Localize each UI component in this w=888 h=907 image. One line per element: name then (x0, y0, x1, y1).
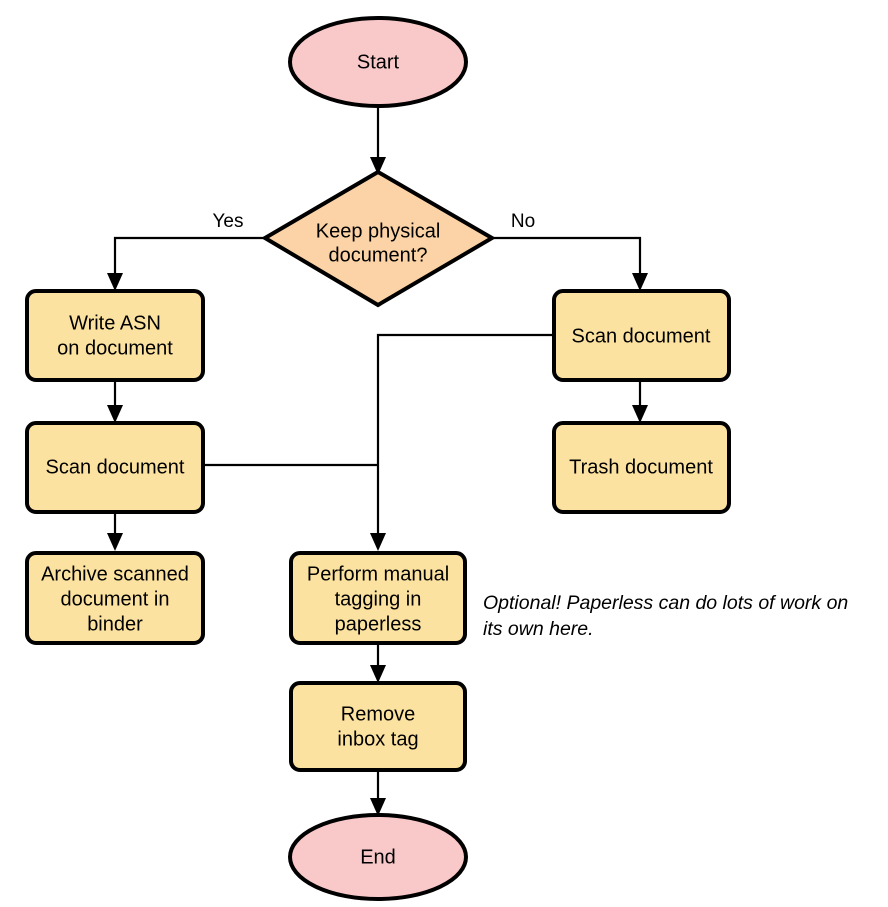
node-remove-inbox-tag[interactable]: Remove inbox tag (289, 681, 467, 772)
edge-label-yes: Yes (213, 211, 244, 232)
node-scan-document-left[interactable]: Scan document (25, 421, 205, 514)
arrowhead-icon (370, 798, 386, 816)
arrowhead-icon (370, 665, 386, 683)
trash-document-box-shape[interactable] (552, 421, 731, 514)
edge-remove-inbox-to-end (370, 770, 386, 816)
node-keep-physical-document-decision[interactable]: Keep physical document? (261, 169, 496, 308)
edge-scan-right-to-tagging (370, 333, 552, 551)
archive-box-shape[interactable] (25, 551, 205, 645)
node-archive-label-line1: Archive scanned (41, 563, 189, 585)
node-end-label: End (360, 846, 396, 868)
arrowhead-icon (370, 533, 386, 551)
note-optional-line2: its own here. (483, 618, 594, 640)
node-archive-scanned-document[interactable]: Archive scanned document in binder (25, 551, 205, 645)
write-asn-box-shape[interactable] (25, 289, 205, 382)
edge-label-no: No (511, 211, 535, 232)
edge-scan-left-to-archive (107, 512, 123, 551)
edge-write-asn-to-scan-left (107, 380, 123, 423)
node-scan-document-right[interactable]: Scan document (552, 289, 731, 382)
node-decision-label-line2: document? (329, 244, 428, 266)
node-write-asn-label-line2: on document (57, 337, 173, 359)
node-remove-inbox-label-line2: inbox tag (337, 728, 418, 750)
node-start[interactable]: Start (288, 16, 468, 108)
node-write-asn[interactable]: Write ASN on document (25, 289, 205, 382)
node-archive-label-line2: document in (61, 588, 170, 610)
edge-tagging-to-remove-inbox (370, 645, 386, 683)
node-start-label: Start (357, 51, 400, 73)
start-ellipse-shape[interactable] (288, 16, 468, 108)
node-write-asn-label-line1: Write ASN (69, 312, 161, 334)
edge-line (376, 333, 552, 541)
edge-line (492, 236, 642, 281)
scan-document-right-box-shape[interactable] (552, 289, 731, 382)
arrowhead-icon (632, 405, 648, 423)
edge-decision-no-to-scan-right (492, 236, 648, 291)
scan-document-left-box-shape[interactable] (25, 421, 205, 514)
arrowhead-icon (107, 273, 123, 291)
node-tagging-label-line1: Perform manual (307, 563, 449, 585)
node-trash-document-label: Trash document (569, 456, 713, 478)
node-tagging-label-line2: tagging in (335, 588, 422, 610)
tagging-box-shape[interactable] (289, 551, 467, 645)
arrowhead-icon (107, 405, 123, 423)
node-trash-document[interactable]: Trash document (552, 421, 731, 514)
edge-start-to-decision (370, 104, 386, 175)
node-scan-document-right-label: Scan document (572, 325, 711, 347)
end-ellipse-shape[interactable] (288, 813, 468, 901)
edge-line (113, 236, 265, 281)
note-optional-paperless: Optional! Paperless can do lots of work … (483, 592, 848, 640)
node-perform-manual-tagging[interactable]: Perform manual tagging in paperless (289, 551, 467, 645)
arrowhead-icon (370, 157, 386, 175)
node-tagging-label-line3: paperless (335, 613, 422, 635)
node-scan-document-left-label: Scan document (46, 456, 185, 478)
node-decision-label-line1: Keep physical (316, 220, 441, 242)
edge-scan-right-to-trash (632, 380, 648, 423)
decision-diamond-shape[interactable] (261, 169, 496, 308)
arrowhead-icon (107, 533, 123, 551)
note-optional-line1: Optional! Paperless can do lots of work … (483, 592, 848, 614)
arrowhead-icon (632, 273, 648, 291)
node-end[interactable]: End (288, 813, 468, 901)
remove-inbox-tag-box-shape[interactable] (289, 681, 467, 772)
node-archive-label-line3: binder (87, 613, 143, 635)
node-remove-inbox-label-line1: Remove (341, 703, 415, 725)
edge-decision-yes-to-write-asn (107, 236, 265, 291)
